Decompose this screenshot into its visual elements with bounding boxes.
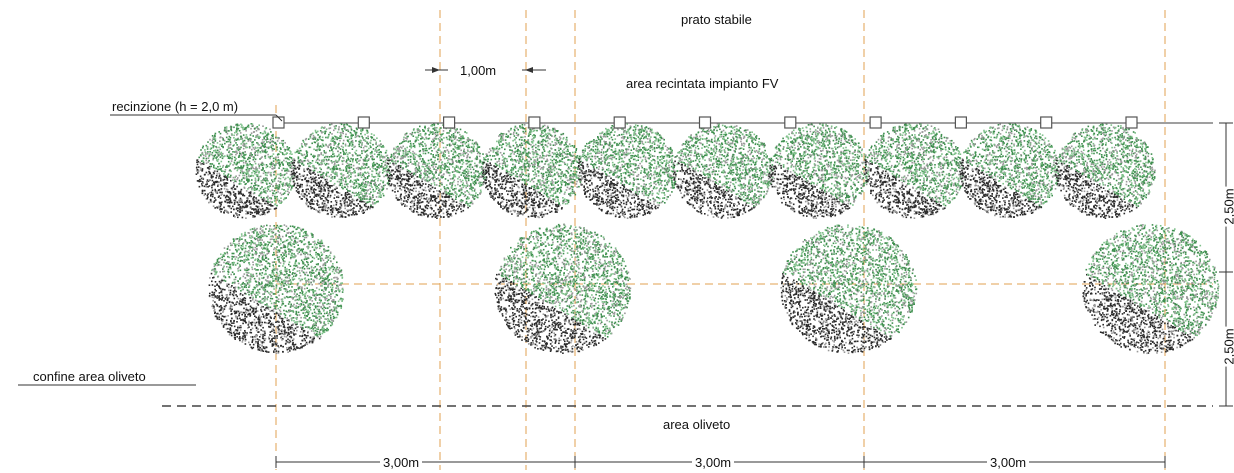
front-shrub-3 bbox=[386, 122, 488, 219]
front-shrub-10 bbox=[1054, 122, 1156, 219]
fence-post bbox=[1040, 116, 1053, 129]
front-row-shrubs bbox=[195, 122, 1156, 219]
dim-top-left-arrow bbox=[432, 67, 440, 73]
front-shrub-1 bbox=[195, 123, 295, 219]
fence-post bbox=[528, 116, 541, 129]
fence-post bbox=[443, 116, 456, 129]
fence-post bbox=[357, 116, 370, 129]
label-fenced-area: area recintata impianto FV bbox=[626, 77, 778, 90]
dim-label-3m-2: 3,00m bbox=[692, 456, 735, 469]
front-shrub-4 bbox=[482, 122, 583, 219]
dim-horizontal-ticks bbox=[275, 456, 1166, 468]
front-shrub-5 bbox=[577, 123, 679, 219]
label-area-oliveto: area oliveto bbox=[663, 418, 730, 431]
dim-label-3m-1: 3,00m bbox=[380, 456, 423, 469]
fence-posts bbox=[272, 116, 1138, 129]
dim-label-upper-2-5m: 2,50m bbox=[1222, 186, 1234, 227]
front-shrub-6 bbox=[672, 122, 774, 219]
front-shrub-2 bbox=[290, 122, 392, 218]
label-prato-stabile: prato stabile bbox=[681, 13, 752, 26]
back-row-trees bbox=[208, 223, 1220, 355]
fence-post bbox=[784, 116, 797, 129]
fence-post bbox=[1125, 116, 1138, 129]
back-tree-3 bbox=[780, 224, 918, 354]
fence-post bbox=[613, 116, 626, 129]
dim-label-lower-2-5m: 2,50m bbox=[1222, 326, 1234, 367]
back-tree-4 bbox=[1082, 224, 1220, 355]
back-tree-2 bbox=[494, 223, 632, 354]
fence-leader-tick bbox=[275, 114, 283, 122]
label-boundary: confine area oliveto bbox=[33, 370, 146, 383]
fence-post bbox=[272, 116, 285, 129]
front-shrub-9 bbox=[959, 122, 1060, 218]
dim-label-1m: 1,00m bbox=[460, 64, 496, 77]
dim-label-3m-3: 3,00m bbox=[987, 456, 1030, 469]
fence-post bbox=[869, 116, 882, 129]
front-shrub-8 bbox=[864, 123, 964, 219]
dim-top-right-arrow bbox=[525, 67, 533, 73]
fence-post bbox=[698, 116, 712, 129]
front-shrub-7 bbox=[768, 123, 870, 219]
label-fence: recinzione (h = 2,0 m) bbox=[112, 100, 238, 113]
fence-post bbox=[954, 116, 968, 129]
back-tree-1 bbox=[208, 224, 344, 355]
